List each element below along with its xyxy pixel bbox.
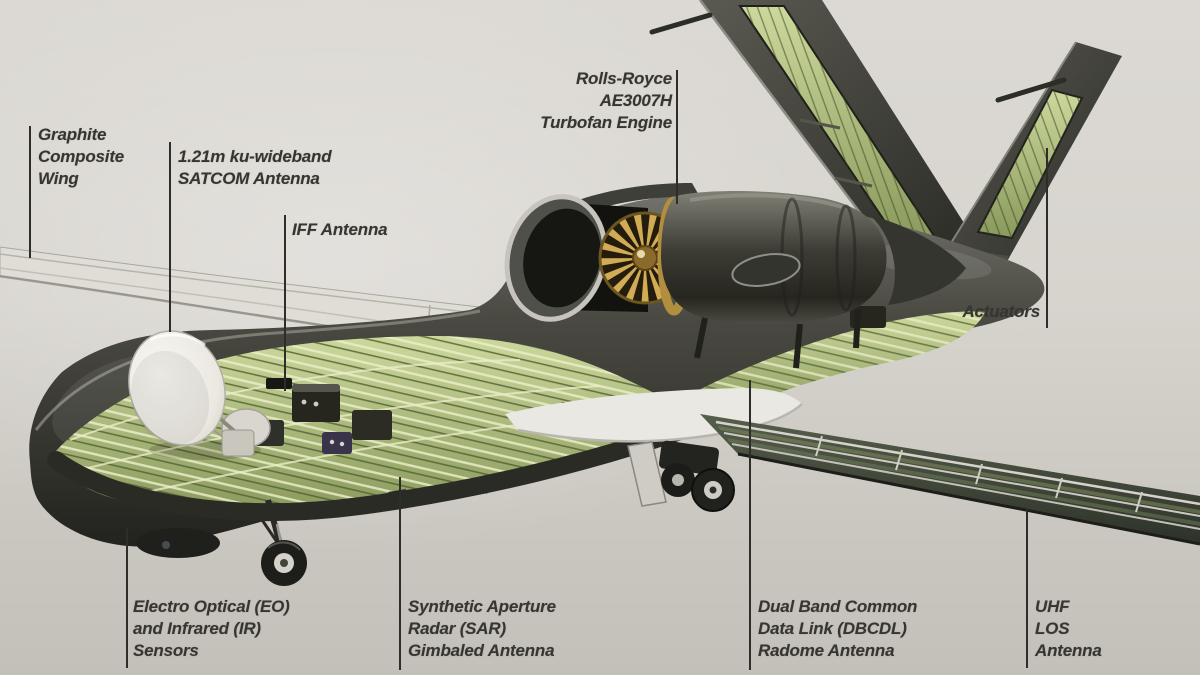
label-sar-antenna: Synthetic Aperture Radar (SAR) Gimbaled … bbox=[408, 596, 556, 662]
text-line: 1.21m ku-wideband bbox=[178, 147, 332, 166]
text-line: IFF Antenna bbox=[292, 220, 388, 239]
text-line: Dual Band Common bbox=[758, 597, 918, 616]
text-line: Data Link (DBCDL) bbox=[758, 619, 907, 638]
left-fin-antenna-probe bbox=[649, 12, 713, 35]
nose-landing-gear bbox=[250, 499, 307, 586]
text-line: Graphite bbox=[38, 125, 107, 144]
label-dbcdl-radome: Dual Band Common Data Link (DBCDL) Radom… bbox=[758, 596, 917, 662]
text-line: SATCOM Antenna bbox=[178, 169, 320, 188]
text-line: Sensors bbox=[133, 641, 199, 660]
gear-door bbox=[627, 441, 667, 507]
label-uhf-los-antenna: UHF LOS Antenna bbox=[1035, 596, 1102, 662]
label-turbofan-engine: Rolls-Royce AE3007H Turbofan Engine bbox=[540, 68, 672, 134]
leader-sar-antenna bbox=[399, 477, 401, 670]
label-graphite-composite-wing: Graphite Composite Wing bbox=[38, 124, 124, 190]
label-eo-ir-sensors: Electro Optical (EO) and Infrared (IR) S… bbox=[133, 596, 290, 662]
satcom-dish bbox=[128, 330, 271, 460]
turbofan-engine bbox=[504, 183, 966, 369]
text-line: Radar (SAR) bbox=[408, 619, 506, 638]
text-line: Synthetic Aperture bbox=[408, 597, 556, 616]
label-actuators: Actuators bbox=[962, 301, 1040, 323]
text-line: Actuators bbox=[962, 302, 1040, 321]
text-line: and Infrared (IR) bbox=[133, 619, 261, 638]
belly-shell bbox=[47, 415, 709, 521]
text-line: AE3007H bbox=[599, 91, 673, 110]
leader-eo-ir-sensors bbox=[126, 528, 128, 668]
right-wing-structure bbox=[700, 414, 1200, 546]
text-line: Rolls-Royce bbox=[575, 69, 672, 88]
engine-mounts bbox=[694, 309, 861, 369]
iff-antenna-unit bbox=[266, 378, 292, 389]
text-line: UHF bbox=[1035, 597, 1070, 616]
eo-ir-sensor-turret bbox=[136, 528, 220, 558]
engine-access-panel bbox=[731, 253, 801, 287]
wing-ribs bbox=[815, 435, 1143, 513]
intake-cowl bbox=[520, 183, 700, 237]
text-line: Electro Optical (EO) bbox=[133, 597, 290, 616]
text-line: Gimbaled Antenna bbox=[408, 641, 555, 660]
text-line: LOS bbox=[1035, 619, 1070, 638]
leader-actuators bbox=[1046, 148, 1048, 328]
right-tail-fin bbox=[937, 41, 1122, 274]
text-line: Turbofan Engine bbox=[540, 113, 672, 132]
main-landing-gear bbox=[627, 440, 735, 512]
leader-turbofan-engine bbox=[676, 70, 678, 204]
leader-iff-antenna bbox=[284, 215, 286, 391]
leader-dbcdl-radome bbox=[749, 380, 751, 670]
left-tail-fin bbox=[649, 0, 985, 256]
label-satcom-antenna: 1.21m ku-wideband SATCOM Antenna bbox=[178, 146, 332, 190]
belly-antennas bbox=[388, 479, 492, 504]
right-fin-antenna-probe bbox=[995, 77, 1067, 103]
label-iff-antenna: IFF Antenna bbox=[292, 219, 388, 241]
text-line: Antenna bbox=[1035, 641, 1102, 660]
text-line: Radome Antenna bbox=[758, 641, 895, 660]
leader-graphite-composite-wing bbox=[29, 126, 31, 258]
engine-tailcone bbox=[870, 215, 966, 305]
text-line: Composite bbox=[38, 147, 125, 166]
leader-uhf-los-antenna bbox=[1026, 508, 1028, 668]
leader-satcom-antenna bbox=[169, 142, 171, 332]
text-line: Wing bbox=[38, 169, 79, 188]
